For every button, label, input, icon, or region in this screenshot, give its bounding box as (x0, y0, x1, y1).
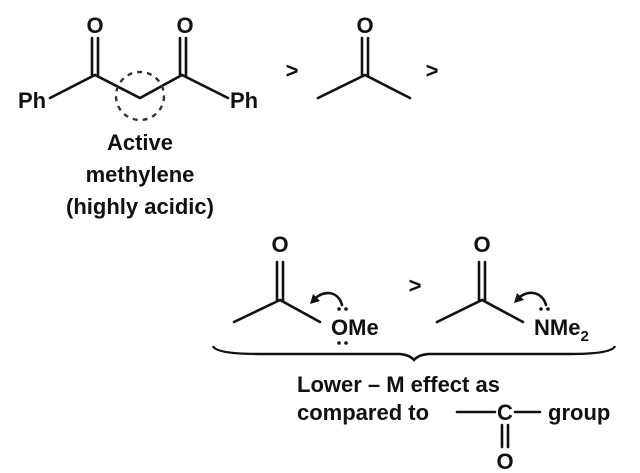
ester-oxygen: O (271, 232, 288, 257)
acetone-structure: O (316, 13, 412, 100)
amide-arrowhead (514, 293, 524, 303)
caption-line-2-suffix: group (548, 400, 610, 425)
amide-structure: O NMe2 (435, 232, 589, 345)
amide-bonds (435, 260, 525, 324)
active-methylene-label: Active methylene (highly acidic) (66, 130, 214, 219)
active-methylene-dashed-circle (114, 70, 166, 122)
ester-bonds (232, 260, 322, 324)
ester-ome-label: OMe (331, 315, 379, 340)
greater-than-1: > (286, 58, 299, 83)
ph-left-label: Ph (18, 88, 46, 113)
carbonyl-group-bonds (455, 410, 542, 449)
acetone-oxygen: O (356, 13, 373, 38)
caption-line-2-prefix: compared to (297, 400, 429, 425)
label-line-2: methylene (86, 162, 195, 187)
acetone-bonds (316, 36, 412, 100)
caption-line-1: Lower – M effect as (297, 372, 500, 397)
greater-than-3: > (409, 273, 422, 298)
label-line-3: (highly acidic) (66, 194, 214, 219)
oxygen-right-label: O (176, 13, 193, 38)
caption-oxygen: O (496, 449, 513, 473)
ester-arrowhead (310, 294, 320, 304)
bond-lines (48, 36, 230, 100)
amide-oxygen: O (473, 232, 490, 257)
greater-than-2: > (426, 58, 439, 83)
dibenzoylmethane-structure: Ph O O Ph (18, 13, 258, 122)
caption-carbon: C (497, 400, 513, 425)
ph-right-label: Ph (230, 88, 258, 113)
ester-curved-arrow (312, 291, 344, 307)
oxygen-left-label: O (86, 13, 103, 38)
curly-brace (211, 345, 617, 362)
label-line-1: Active (107, 130, 173, 155)
caption: Lower – M effect as compared to C O grou… (297, 372, 610, 473)
amide-nme2-label: NMe2 (534, 315, 589, 345)
ester-structure: O OMe (232, 232, 379, 345)
